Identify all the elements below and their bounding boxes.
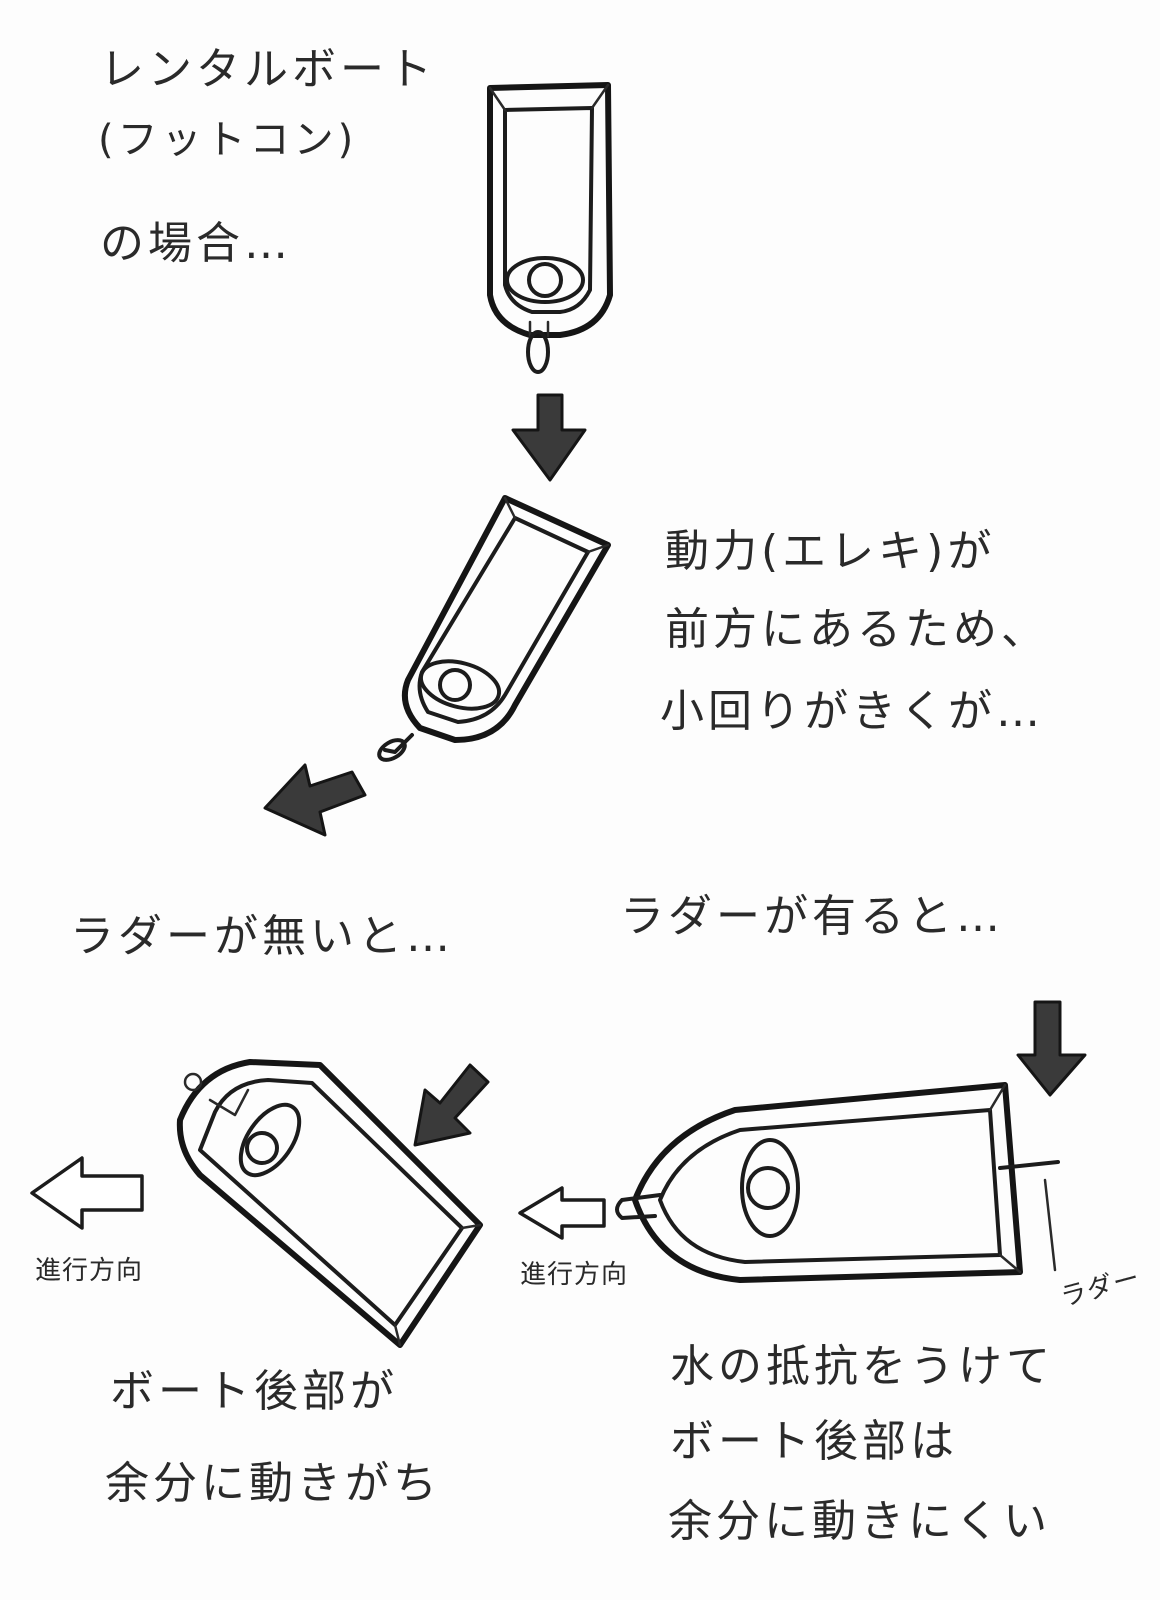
top-boat: [487, 82, 613, 374]
no-rudder-direction-label: 進行方向: [35, 1256, 144, 1286]
with-rudder-heading: ラダーが有ると…: [620, 891, 1004, 942]
intro-line-3: の場合…: [100, 218, 292, 269]
middle-boat: [377, 495, 611, 762]
left-push-arrow: [413, 1063, 490, 1147]
intro-line-2: (フットコン): [98, 117, 358, 163]
power-note-line-3: 小回りがきくが…: [660, 686, 1044, 737]
turn-arrow: [263, 763, 367, 837]
with-rudder-caption-3: 余分に動きにくい: [668, 1496, 1052, 1547]
right-push-arrow: [1016, 1000, 1087, 1097]
left-boat: [176, 1059, 483, 1348]
no-rudder-heading: ラダーが無いと…: [70, 911, 454, 962]
intro-line-1: レンタルボート: [100, 44, 436, 95]
top-down-arrow: [511, 393, 587, 482]
right-direction-arrow: [518, 1186, 606, 1240]
power-note-line-2: 前方にあるため、: [665, 604, 1049, 655]
right-boat: [615, 1082, 1060, 1283]
with-rudder-direction-label: 進行方向: [520, 1260, 629, 1290]
no-rudder-caption-2: 余分に動きがち: [105, 1458, 441, 1509]
left-direction-arrow: [30, 1156, 144, 1230]
with-rudder-caption-2: ボート後部は: [670, 1416, 958, 1467]
no-rudder-caption-1: ボート後部が: [110, 1366, 398, 1417]
power-note-line-1: 動力(エレキ)が: [665, 526, 996, 577]
with-rudder-caption-1: 水の抵抗をうけて: [670, 1341, 1054, 1392]
